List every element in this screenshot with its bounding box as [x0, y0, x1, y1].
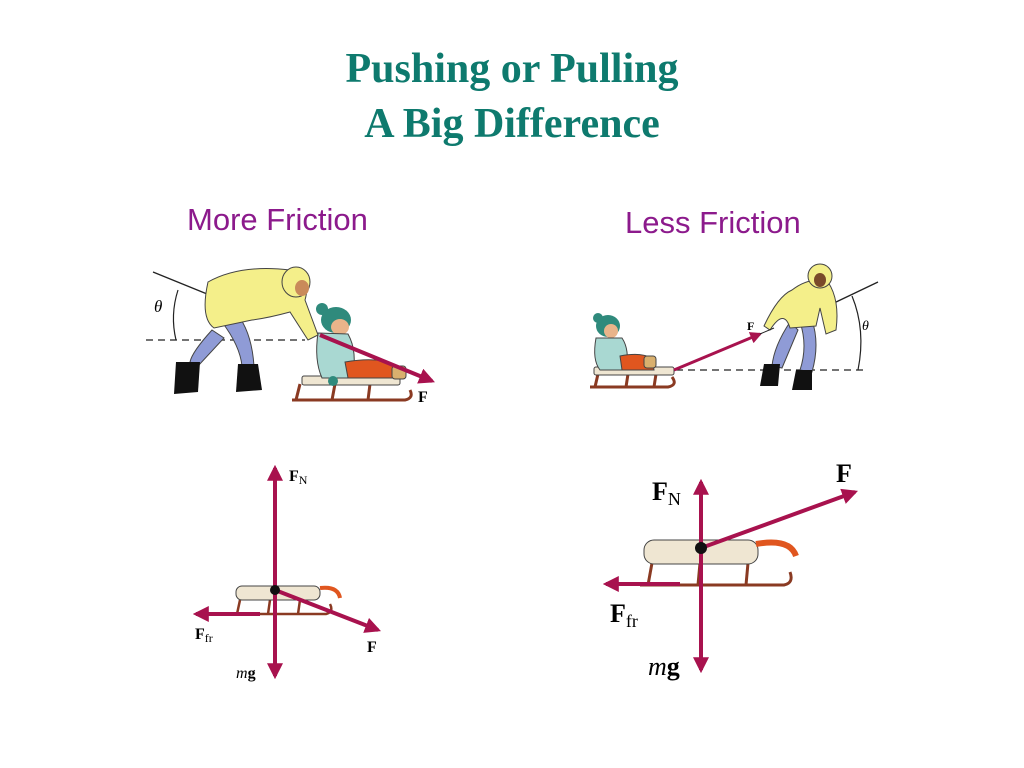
applied-force-label: F	[367, 639, 377, 656]
applied-force-arrow	[700, 488, 859, 550]
applied-force-label: F	[747, 319, 754, 333]
sled	[640, 539, 799, 587]
angle-arc	[851, 295, 862, 371]
free-body-diagram-pushing: FN Ffr mg F	[192, 464, 381, 682]
angle-theta-label: θ	[862, 319, 869, 334]
applied-force-arrow	[319, 333, 435, 384]
sled	[292, 375, 413, 402]
slide-title-line-2: A Big Difference	[364, 101, 660, 147]
normal-force-label: FN	[289, 468, 308, 487]
weight-force-label: mg	[648, 652, 680, 681]
normal-force-label: FN	[652, 477, 681, 509]
child-figure	[593, 313, 657, 371]
slide-title-line-1: Pushing or Pulling	[345, 46, 679, 92]
angle-theta-label: θ	[154, 297, 162, 316]
heading-less-friction: Less Friction	[625, 205, 801, 240]
pulling-illustration: θ F	[590, 263, 879, 390]
adult-pushing-figure	[174, 266, 319, 394]
child-figure	[316, 303, 407, 386]
weight-force-label: mg	[236, 665, 256, 682]
applied-force-label: F	[418, 389, 428, 406]
angle-reference-line	[152, 271, 213, 297]
friction-force-label: Ffr	[610, 599, 638, 631]
pushing-illustration: θ F	[146, 266, 435, 406]
applied-force-arrow	[274, 588, 381, 633]
center-of-mass-dot	[695, 542, 707, 554]
applied-force-label: F	[836, 459, 852, 488]
applied-force-arrow	[673, 332, 763, 372]
heading-more-friction: More Friction	[187, 202, 368, 237]
center-of-mass-dot	[270, 585, 280, 595]
friction-force-label: Ffr	[195, 626, 213, 645]
angle-arc	[172, 289, 179, 341]
angle-reference-line	[833, 281, 879, 304]
free-body-diagram-pulling: FN Ffr mg F	[602, 459, 859, 681]
adult-pulling-figure	[760, 263, 838, 390]
